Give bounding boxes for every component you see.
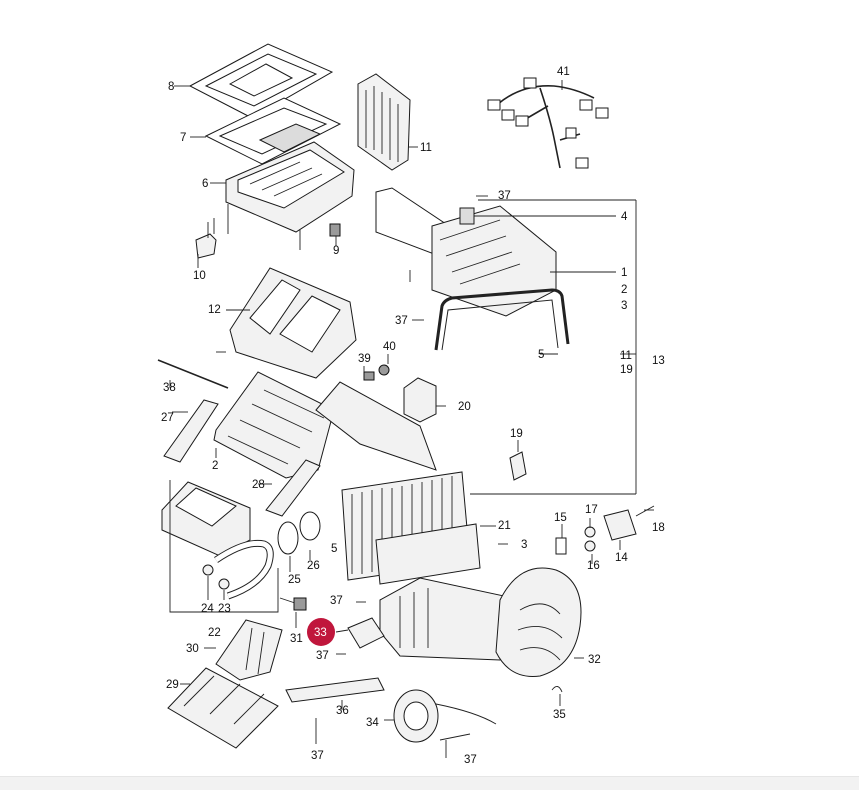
- callout-28[interactable]: 28: [252, 479, 265, 491]
- part-28-duct: [265, 459, 321, 517]
- part-33-actuator: [347, 617, 385, 649]
- callout-2[interactable]: 2: [621, 284, 627, 296]
- callout-3[interactable]: 3: [621, 300, 627, 312]
- callout-26[interactable]: 26: [307, 560, 320, 572]
- callout-11[interactable]: 11: [620, 350, 632, 362]
- callout-4[interactable]: 4: [621, 211, 628, 223]
- part-35-clip: [551, 686, 563, 693]
- callout-18[interactable]: 18: [652, 522, 665, 534]
- callout-39[interactable]: 39: [358, 353, 371, 365]
- callout-8[interactable]: 8: [168, 81, 174, 93]
- part-19-grommet: [509, 451, 527, 481]
- part-41-wiring-harness: [487, 77, 609, 169]
- callout-33[interactable]: 33: [314, 627, 327, 639]
- callout-37[interactable]: 37: [395, 315, 408, 327]
- callout-30[interactable]: 30: [186, 643, 199, 655]
- part-39-40-small: [363, 364, 390, 381]
- highlight-marker: [307, 618, 335, 646]
- part-22-box: [161, 481, 251, 557]
- part-9-clip: [329, 223, 341, 237]
- part-11-filter: [357, 73, 411, 171]
- callout-15[interactable]: 15: [554, 512, 567, 524]
- callout-35[interactable]: 35: [553, 709, 566, 721]
- footer-bar: [0, 776, 859, 790]
- part-21-evaporator: [341, 471, 481, 585]
- callout-24[interactable]: 24: [201, 603, 214, 615]
- part-36-strip: [285, 677, 385, 703]
- callout-31[interactable]: 31: [290, 633, 303, 645]
- callout-27[interactable]: 27: [161, 412, 174, 424]
- callout-16[interactable]: 16: [587, 560, 600, 572]
- callout-32[interactable]: 32: [588, 654, 601, 666]
- part-32-blower-housing: [379, 567, 582, 677]
- callout-37[interactable]: 37: [316, 650, 329, 662]
- part-31-bolt: [279, 597, 307, 611]
- callout-38[interactable]: 38: [163, 382, 176, 394]
- part-30-duct: [215, 619, 283, 681]
- callout-5[interactable]: 5: [538, 349, 544, 361]
- callout-29[interactable]: 29: [166, 679, 179, 691]
- part-7-gasket: [204, 97, 342, 165]
- callout-2[interactable]: 2: [212, 460, 218, 472]
- part-26-rings: [277, 511, 321, 555]
- callout-34[interactable]: 34: [366, 717, 379, 729]
- part-6-filter-housing: [225, 123, 355, 250]
- callout-5[interactable]: 5: [331, 543, 337, 555]
- callout-13[interactable]: 13: [652, 355, 665, 367]
- part-25-hose: [214, 539, 274, 600]
- callout-19[interactable]: 19: [620, 364, 633, 376]
- callout-40[interactable]: 40: [383, 341, 396, 353]
- callout-37[interactable]: 37: [498, 190, 511, 202]
- part-2-lower-housing: [213, 371, 437, 479]
- callout-37[interactable]: 37: [464, 754, 477, 766]
- callout-3[interactable]: 3: [521, 539, 527, 551]
- callout-25[interactable]: 25: [288, 574, 301, 586]
- callout-6[interactable]: 6: [202, 178, 208, 190]
- callout-41[interactable]: 41: [557, 66, 570, 78]
- part-14-18-valve: [555, 505, 655, 555]
- part-38-rod: [157, 359, 229, 389]
- callout-7[interactable]: 7: [180, 132, 186, 144]
- callout-22[interactable]: 22: [208, 627, 221, 639]
- part-24-23-small: [202, 564, 230, 590]
- part-27-duct: [163, 399, 219, 463]
- callout-17[interactable]: 17: [585, 504, 598, 516]
- callout-10[interactable]: 10: [193, 270, 206, 282]
- part-8-frame: [188, 43, 334, 119]
- callout-37[interactable]: 37: [311, 750, 324, 762]
- part-29-tray: [167, 667, 279, 749]
- leader-lines: [169, 80, 654, 758]
- part-1-upper-housing: [375, 187, 557, 317]
- part-20-cover: [403, 377, 437, 423]
- callout-1[interactable]: 1: [621, 267, 627, 279]
- part-10-bracket: [195, 218, 217, 259]
- callout-23[interactable]: 23: [218, 603, 231, 615]
- callout-9[interactable]: 9: [333, 245, 339, 257]
- callout-20[interactable]: 20: [458, 401, 471, 413]
- part-5-pipe: [434, 288, 570, 351]
- part-34-blower-motor: [393, 689, 497, 743]
- callout-12[interactable]: 12: [208, 304, 221, 316]
- part-12-middle-housing: [229, 267, 357, 379]
- callout-11[interactable]: 11: [420, 142, 432, 154]
- callout-19[interactable]: 19: [510, 428, 523, 440]
- callout-36[interactable]: 36: [336, 705, 349, 717]
- callout-21[interactable]: 21: [498, 520, 511, 532]
- callout-37[interactable]: 37: [330, 595, 343, 607]
- callout-14[interactable]: 14: [615, 552, 628, 564]
